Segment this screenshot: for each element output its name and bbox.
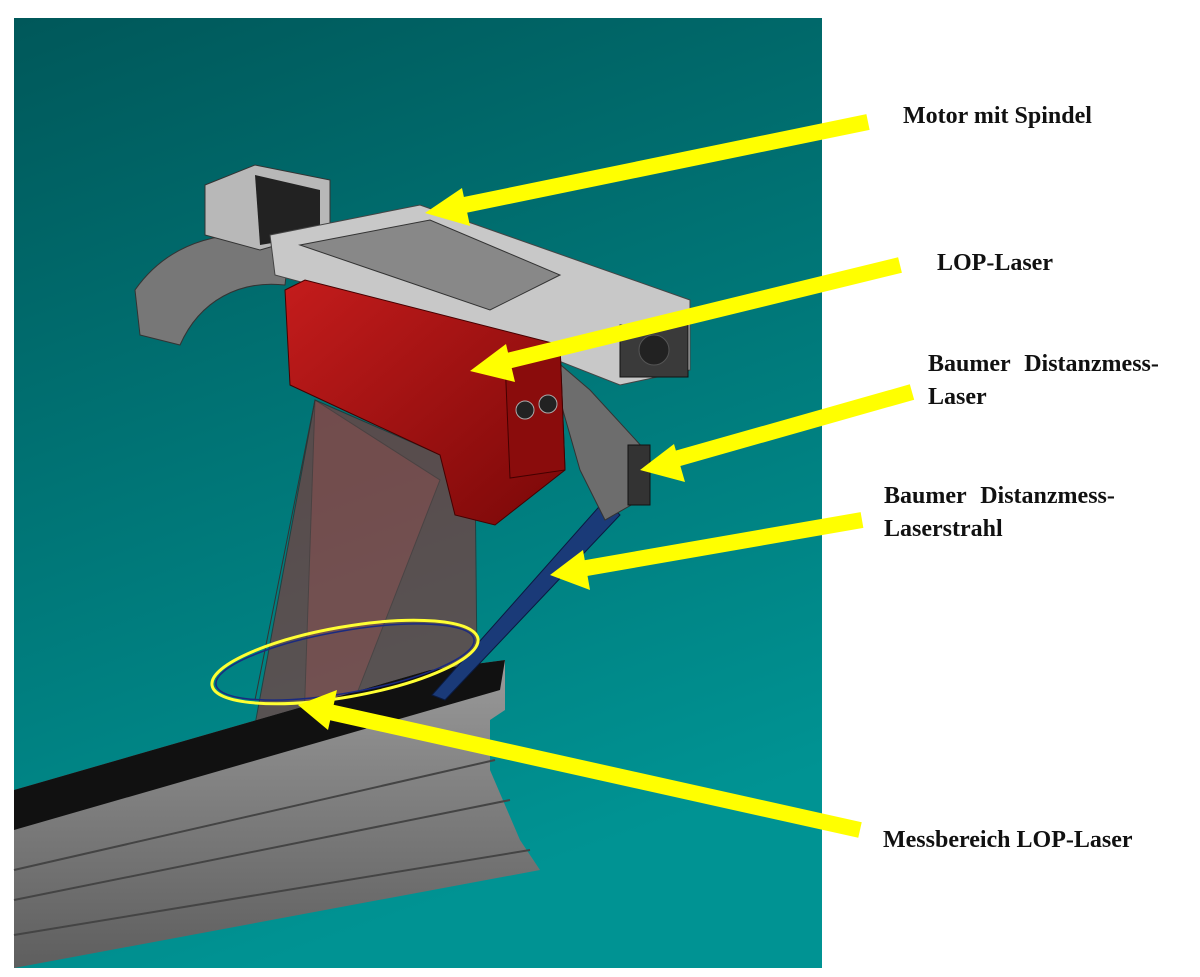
- arrow-motor: [425, 114, 870, 226]
- label-baumer-beam-line1: Baumer Distanzmess-: [884, 483, 1115, 509]
- arrow-lop-laser: [470, 257, 902, 382]
- label-baumer-laser-line1: Baumer Distanzmess-: [928, 351, 1159, 377]
- arrow-baumer-beam: [550, 512, 864, 590]
- label-measuring-range: Messbereich LOP-Laser: [883, 827, 1133, 853]
- label-baumer-beam-line2: Laserstrahl: [884, 516, 1003, 542]
- measuring-range-ellipse: [210, 618, 480, 706]
- arrow-baumer-laser: [640, 384, 915, 482]
- label-baumer-beam: Baumer Distanzmess- Laserstrahl: [884, 480, 1115, 546]
- label-baumer-laser: Baumer Distanzmess- Laser: [928, 348, 1159, 414]
- baumer-sensor: [627, 444, 651, 506]
- callout-arrows: [298, 114, 915, 838]
- baumer-bracket: [554, 358, 646, 521]
- label-lop-laser: LOP-Laser: [937, 250, 1053, 276]
- arrow-measuring-range: [298, 690, 862, 838]
- label-motor: Motor mit Spindel: [903, 103, 1092, 129]
- lop-laser-body: [284, 279, 566, 526]
- label-baumer-laser-line2: Laser: [928, 384, 987, 410]
